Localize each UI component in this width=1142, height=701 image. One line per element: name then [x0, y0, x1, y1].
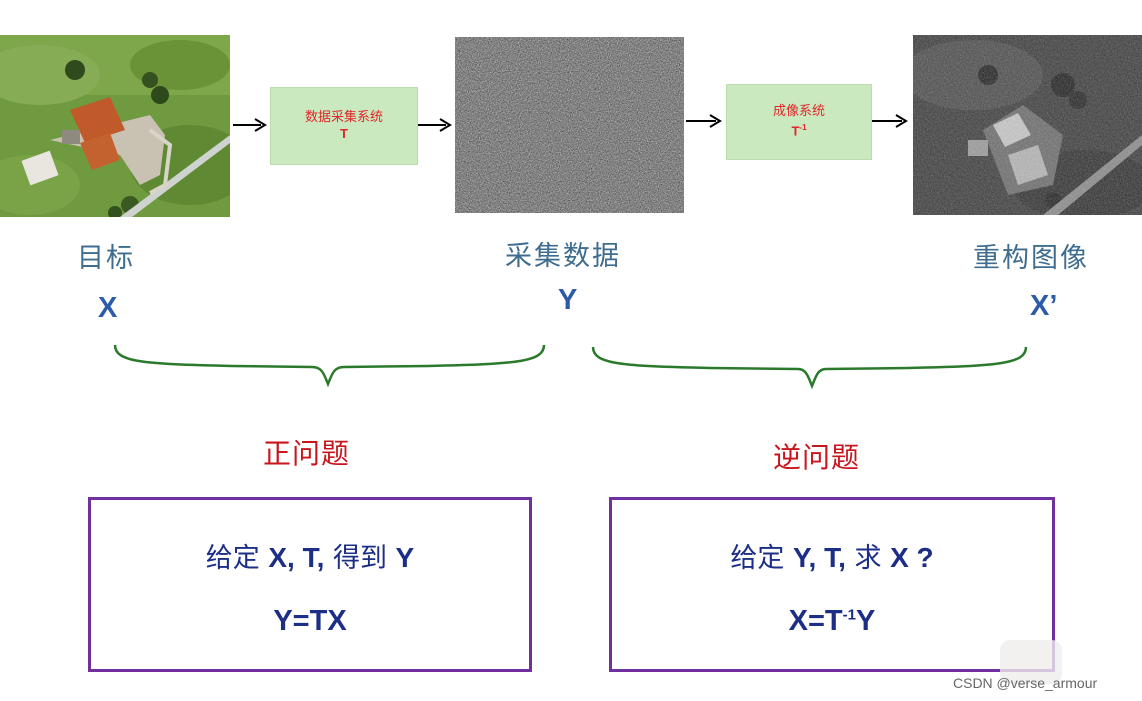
inverse-given-prefix: 给定: [730, 543, 785, 574]
acquisition-system-symbol: T: [340, 126, 348, 141]
reconstructed-image: [913, 35, 1142, 215]
variable-x-prime: X’: [1030, 290, 1058, 322]
caption-collected-data: 采集数据: [505, 241, 621, 272]
brace-forward: [113, 344, 546, 388]
target-image: [0, 35, 230, 217]
inverse-given-result: X ?: [890, 542, 934, 573]
imaging-system-symbol: T-1: [791, 120, 806, 139]
inverse-equation-left: X=T: [788, 605, 843, 637]
imaging-system-symbol-exponent: -1: [799, 123, 807, 133]
forward-given-result: Y: [395, 542, 415, 573]
inverse-problem-box: 给定 Y, T, 求 X ? X=T-1Y: [609, 497, 1055, 672]
variable-x: X: [98, 292, 118, 324]
inverse-given-vars: Y, T,: [792, 542, 846, 573]
arrow-data-to-imaging: [686, 114, 722, 128]
imaging-system-label: 成像系统: [772, 104, 825, 120]
watermark-logo-shape: [1000, 640, 1062, 684]
acquisition-system-box: 数据采集系统 T: [270, 87, 418, 165]
caption-target: 目标: [77, 243, 135, 274]
forward-problem-box: 给定 X, T, 得到 Y Y=TX: [88, 497, 532, 672]
inverse-given-statement: 给定 Y, T, 求 X ?: [612, 536, 1052, 575]
imaging-system-symbol-base: T: [791, 123, 800, 139]
imaging-system-box: 成像系统 T-1: [726, 84, 872, 160]
acquisition-system-label: 数据采集系统: [304, 110, 383, 125]
forward-given-prefix: 给定: [205, 543, 260, 574]
caption-reconstructed-image: 重构图像: [973, 243, 1089, 274]
forward-given-statement: 给定 X, T, 得到 Y: [91, 536, 529, 575]
watermark: CSDN @verse_armour: [953, 675, 1098, 691]
inverse-equation: X=T-1Y: [612, 605, 1052, 638]
inverse-equation-exponent: -1: [842, 606, 856, 624]
inverse-given-mid: 求: [854, 543, 882, 574]
inverse-equation-right: Y: [856, 605, 876, 637]
arrow-acquisition-to-data: [418, 118, 452, 132]
forward-given-vars: X, T,: [268, 542, 325, 573]
forward-problem-title: 正问题: [263, 437, 351, 470]
brace-inverse: [591, 346, 1028, 390]
variable-y: Y: [558, 284, 578, 316]
inverse-problem-title: 逆问题: [773, 441, 861, 474]
arrow-target-to-acquisition: [233, 118, 267, 132]
collected-data-image: [455, 37, 684, 213]
arrow-imaging-to-reconstruction: [872, 114, 908, 128]
forward-given-mid: 得到: [332, 543, 387, 574]
forward-equation: Y=TX: [273, 605, 347, 637]
